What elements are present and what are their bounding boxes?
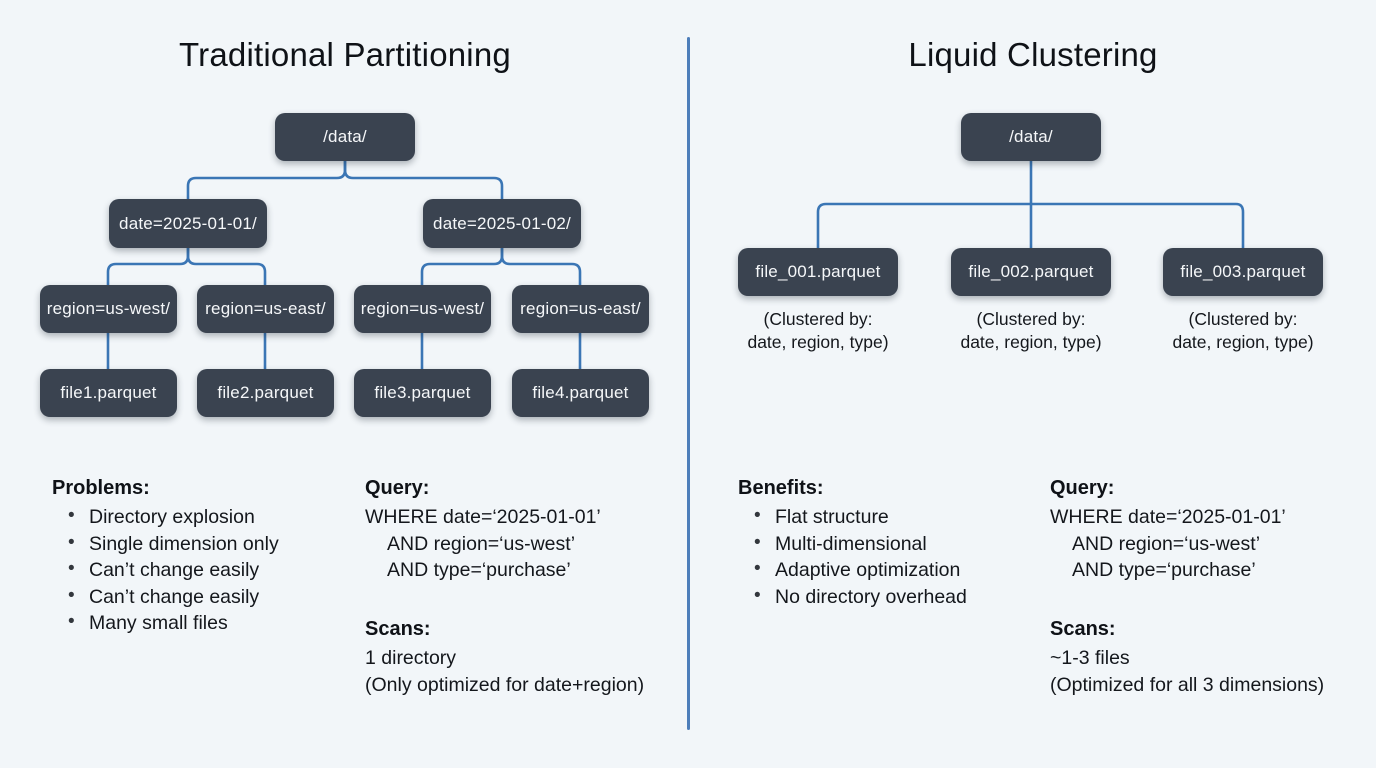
problems-heading: Problems: xyxy=(52,477,150,499)
left-date-node-1: date=2025-01-01/ xyxy=(109,199,267,248)
left-root-node: /data/ xyxy=(275,113,415,161)
panel-divider xyxy=(687,37,690,730)
caption-line: (Clustered by: xyxy=(976,309,1086,329)
problem-item: Directory explosion xyxy=(68,503,279,531)
problems-list: Directory explosion Single dimension onl… xyxy=(52,503,279,637)
scans-line-note: (Only optimized for date+region) xyxy=(365,673,645,696)
query-heading: Query: xyxy=(365,477,430,499)
caption-line: (Clustered by: xyxy=(763,309,873,329)
benefits-heading: Benefits: xyxy=(738,477,824,499)
benefits-list: Flat structure Multi-dimensional Adaptiv… xyxy=(738,503,967,611)
problem-item: Many small files xyxy=(68,609,279,637)
problem-item: Can’t change easily xyxy=(68,556,279,584)
left-region-node-3: region=us-west/ xyxy=(354,285,491,333)
right-file-node-3: file_003.parquet xyxy=(1163,248,1323,296)
right-file-node-1: file_001.parquet xyxy=(738,248,898,296)
clustered-by-caption-2: (Clustered by: date, region, type) xyxy=(926,308,1136,354)
benefit-item: Adaptive optimization xyxy=(754,556,967,584)
benefit-item: Flat structure xyxy=(754,503,967,531)
query-line-and-type: AND type=‘purchase’ xyxy=(1072,559,1256,581)
left-file-node-3: file3.parquet xyxy=(354,369,491,417)
right-scans-block: Scans: ~1-3 files (Optimized for all 3 d… xyxy=(1050,616,1324,698)
benefit-item: No directory overhead xyxy=(754,583,967,611)
query-line-where: WHERE date=‘2025-01-01’ xyxy=(365,506,601,528)
right-query-block: Query: WHERE date=‘2025-01-01’ AND regio… xyxy=(1050,475,1286,584)
scans-line-note: (Optimized for all 3 dimensions) xyxy=(1050,673,1325,696)
caption-line: date, region, type) xyxy=(1172,332,1314,352)
clustered-by-caption-1: (Clustered by: date, region, type) xyxy=(713,308,923,354)
scans-line-count: ~1-3 files xyxy=(1050,647,1130,669)
benefit-item: Multi-dimensional xyxy=(754,530,967,558)
right-root-node: /data/ xyxy=(961,113,1101,161)
right-file-node-2: file_002.parquet xyxy=(951,248,1111,296)
caption-line: (Clustered by: xyxy=(1188,309,1298,329)
left-file-node-1: file1.parquet xyxy=(40,369,177,417)
query-line-and-region: AND region=‘us-west’ xyxy=(1072,532,1261,555)
left-date-node-2: date=2025-01-02/ xyxy=(423,199,581,248)
clustered-by-caption-3: (Clustered by: date, region, type) xyxy=(1138,308,1348,354)
benefits-block: Benefits: Flat structure Multi-dimension… xyxy=(738,475,967,610)
left-query-block: Query: WHERE date=‘2025-01-01’ AND regio… xyxy=(365,475,601,584)
left-region-node-2: region=us-east/ xyxy=(197,285,334,333)
caption-line: date, region, type) xyxy=(747,332,889,352)
scans-heading: Scans: xyxy=(365,618,431,640)
problem-item: Can’t change easily xyxy=(68,583,279,611)
scans-line-count: 1 directory xyxy=(365,647,457,669)
left-file-node-2: file2.parquet xyxy=(197,369,334,417)
left-region-node-1: region=us-west/ xyxy=(40,285,177,333)
problem-item: Single dimension only xyxy=(68,530,279,558)
left-panel-title: Traditional Partitioning xyxy=(179,36,511,73)
left-scans-block: Scans: 1 directory (Only optimized for d… xyxy=(365,616,644,698)
query-line-and-type: AND type=‘purchase’ xyxy=(387,559,571,581)
caption-line: date, region, type) xyxy=(960,332,1102,352)
query-line-and-region: AND region=‘us-west’ xyxy=(387,532,576,555)
left-region-node-4: region=us-east/ xyxy=(512,285,649,333)
left-file-node-4: file4.parquet xyxy=(512,369,649,417)
query-line-where: WHERE date=‘2025-01-01’ xyxy=(1050,506,1286,528)
query-heading: Query: xyxy=(1050,477,1115,499)
problems-block: Problems: Directory explosion Single dim… xyxy=(52,475,279,637)
scans-heading: Scans: xyxy=(1050,618,1116,640)
right-panel-title: Liquid Clustering xyxy=(908,36,1158,73)
